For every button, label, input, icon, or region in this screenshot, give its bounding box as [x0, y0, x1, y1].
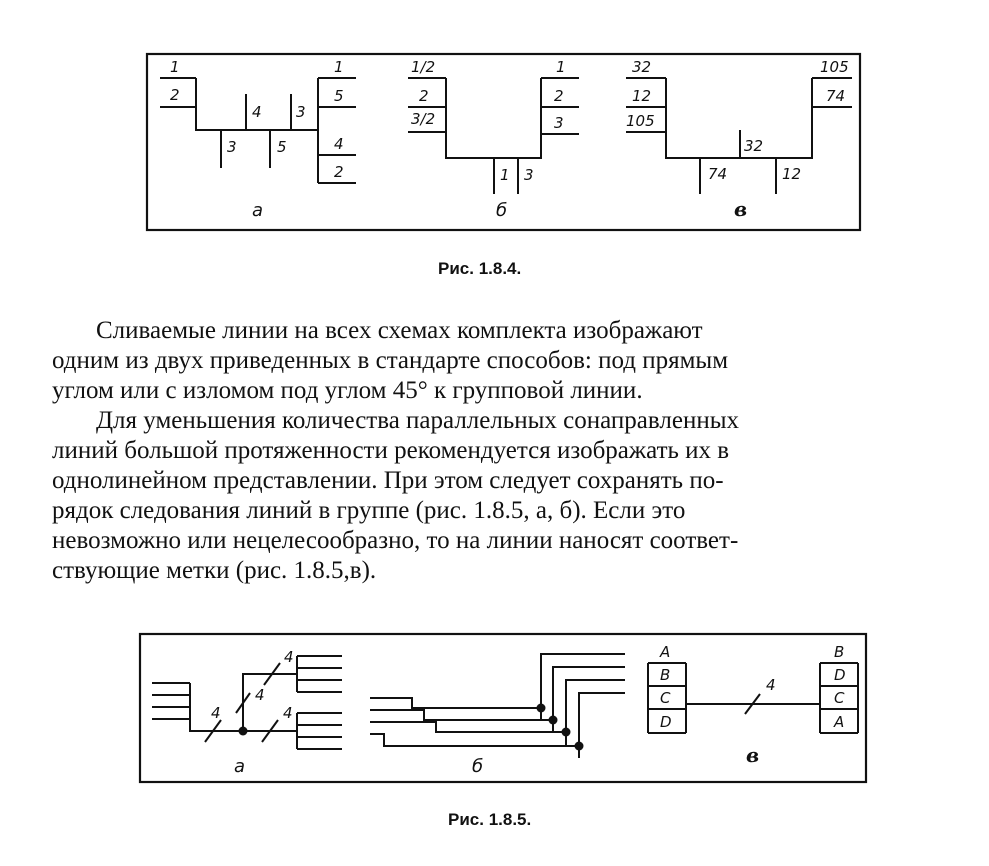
fig184b-left-cell-label: 3/2: [411, 110, 435, 128]
fig185a-mark-label: 4: [284, 648, 294, 666]
fig185b-line: [370, 679, 625, 733]
fig184v-left-cell-label: 12: [632, 87, 651, 105]
text-line: Для уменьшения количества параллельных с…: [96, 407, 739, 434]
fig184a-left-cell-label: 2: [170, 86, 180, 104]
figure-frame: [145, 52, 862, 232]
paragraph: Для уменьшения количества параллельных с…: [52, 406, 944, 586]
fig185a-sublabel: а: [234, 756, 245, 777]
fig185b-junction-dot: [561, 727, 571, 737]
fig185a-junction-dot: [238, 726, 248, 736]
figure-caption: Рис. 1.8.4.: [438, 259, 521, 278]
text-line: одним из двух приведенных в стандарте сп…: [52, 347, 729, 374]
figure-caption: Рис. 1.8.5.: [448, 810, 531, 829]
fig184v-bus-down-label: 74: [708, 165, 727, 183]
fig185b-junction-dot: [548, 715, 558, 725]
fig184b-right-top-label: 1: [556, 58, 566, 76]
fig184-diagram-b: 1/2 2 3/2 1 3 1 2 3 б: [408, 58, 579, 221]
fig185b-line: [370, 666, 625, 721]
text-line: линий большой протяженности рекомендуетс…: [52, 437, 730, 464]
fig184v-right-top-label: 105: [820, 58, 849, 76]
fig184a-right-cell-label: 5: [334, 87, 344, 105]
fig184b-right-cell-label: 2: [554, 87, 564, 105]
fig184a-bus-down-label: 3: [227, 138, 237, 156]
fig184v-bus-up-label: 32: [744, 137, 763, 155]
fig185v-right-cell-label: А: [833, 713, 844, 731]
figure-frame: [138, 632, 868, 784]
fig184b-bus: [445, 78, 542, 159]
fig185v-right-cell-label: D: [834, 666, 846, 684]
fig184b-bus-down-label: 1: [500, 166, 510, 184]
fig185a-group-line: [189, 683, 297, 732]
text-line: рядок следования линий в группе (рис. 1.…: [52, 497, 686, 524]
fig185-diagram-a: 4 4 4 4 а: [152, 648, 342, 777]
fig184a-right-cell-label: 2: [334, 163, 344, 181]
paragraph: Сливаемые линии на всех схемах комплекта…: [52, 316, 944, 346]
fig184b-bus-down-label: 3: [524, 166, 534, 184]
fig184a-bus-down-label: 5: [277, 138, 287, 156]
fig185v-right-cell-label: В: [834, 643, 844, 661]
fig184v-sublabel: в: [734, 197, 747, 221]
fig185v-mark-label: 4: [766, 676, 776, 694]
fig185b-line: [370, 653, 625, 709]
text-line: невозможно или нецелесообразно, то на ли…: [52, 527, 739, 554]
fig184v-right-cell-label: 74: [826, 87, 845, 105]
fig185b-line: [370, 692, 625, 747]
fig184v-left-top-label: 32: [632, 58, 651, 76]
fig185b-junction-dot: [536, 703, 546, 713]
text-line: углом или с изломом под углом 45° к груп…: [52, 377, 643, 404]
fig184v-bus-down-label: 12: [782, 165, 801, 183]
fig184a-sublabel: а: [252, 200, 263, 221]
text-line: ствующие метки (рис. 1.8.5,в).: [52, 557, 377, 584]
fig185v-left-cell-label: D: [660, 713, 672, 731]
fig185v-left-cell-label: В: [660, 666, 670, 684]
text-line: однолинейном представлении. При этом сле…: [52, 467, 724, 494]
fig184b-sublabel: б: [496, 200, 507, 221]
fig184a-bus-up-label: 3: [296, 103, 306, 121]
fig184a-bus-up-label: 4: [252, 103, 262, 121]
figure-1-8-4: 1 2 4 3 3 5 1 5 4 2 а 1/2: [145, 52, 862, 278]
fig184b-right-cell-label: 3: [554, 114, 564, 132]
fig184b-left-cell-label: 2: [419, 87, 429, 105]
fig184-diagram-a: 1 2 4 3 3 5 1 5 4 2 а: [160, 58, 356, 221]
fig185v-left-cell-label: С: [660, 689, 671, 707]
fig185-diagram-b: б: [370, 653, 625, 777]
fig184a-bus: [195, 78, 318, 131]
fig185b-sublabel: б: [472, 756, 483, 777]
fig184-diagram-v: 32 12 105 32 74 12 105 74 в: [626, 58, 852, 221]
figure-1-8-5: 4 4 4 4 а: [138, 632, 868, 829]
fig184a-right-top-label: 1: [334, 58, 344, 76]
fig185a-mark-label: 4: [283, 704, 293, 722]
fig185a-mark-label: 4: [255, 686, 265, 704]
fig185v-right-cell-label: С: [834, 689, 845, 707]
fig184v-left-cell-label: 105: [626, 112, 655, 130]
fig184a-left-top-label: 1: [170, 58, 180, 76]
text-line: Сливаемые линии на всех схемах комплекта…: [96, 317, 703, 344]
fig185v-left-cell-label: А: [659, 643, 670, 661]
fig185b-junction-dot: [574, 741, 584, 751]
fig184b-left-top-label: 1/2: [411, 58, 435, 76]
fig185a-mark-label: 4: [211, 704, 221, 722]
paragraph: одним из двух приведенных в стандарте сп…: [52, 346, 944, 406]
fig185a-branch-line: [242, 673, 297, 731]
fig185v-sublabel: в: [746, 743, 759, 767]
fig184a-right-cell-label: 4: [334, 135, 344, 153]
fig185-diagram-v: А В С D 4 В D С А в: [647, 643, 859, 767]
body-text: Сливаемые линии на всех схемах комплекта…: [52, 316, 944, 586]
